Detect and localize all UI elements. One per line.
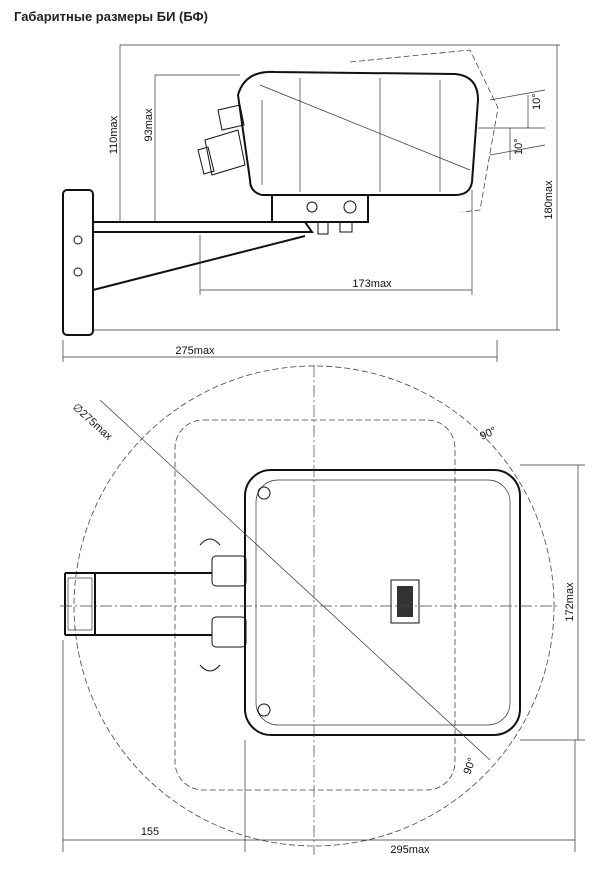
top-view: ∅275max 172max 155 295max 90° 90° (60, 365, 585, 856)
angle-down: 10° (513, 138, 525, 155)
dim-275max: 275max (175, 345, 215, 357)
logo-mark (397, 586, 413, 617)
dim-110max: 110max (108, 115, 120, 154)
diameter-line (99, 399, 491, 761)
bracket-block (271, 194, 369, 223)
dim-295max: 295max (390, 844, 430, 856)
screw (73, 267, 83, 277)
angle-dimension-lines (478, 89, 546, 160)
housing-detail-lines (259, 78, 471, 192)
tilted-housing-outline (349, 49, 499, 213)
rotated-outline (174, 419, 456, 791)
screw (306, 201, 318, 213)
screw (343, 200, 357, 214)
dim-180max: 180max (543, 180, 555, 220)
center-lines (60, 365, 560, 855)
dimension-lines (62, 464, 585, 852)
cable-gland (211, 616, 247, 648)
fasteners (317, 222, 353, 235)
angle-bottom: 90° (462, 756, 479, 776)
housing (244, 469, 521, 736)
cable-gland (217, 104, 245, 131)
dim-173max: 173max (352, 278, 392, 290)
dim-172max: 172max (564, 582, 576, 622)
housing (236, 70, 480, 196)
wall-plate (62, 189, 94, 336)
mount-arm (64, 572, 212, 636)
dimension-lines (62, 44, 560, 362)
side-view: 110max 93max 180max 173max 275max 10° 10… (62, 44, 560, 362)
cable-gland (197, 129, 246, 176)
angle-up: 10° (531, 93, 543, 110)
screw (257, 703, 271, 717)
logo-plate (390, 579, 420, 624)
angle-top: 90° (478, 425, 498, 443)
dim-155: 155 (141, 826, 159, 838)
arm-end-plate (67, 577, 93, 631)
housing-lid (255, 479, 511, 726)
drawing-title: Габаритные размеры БИ (БФ) (14, 9, 208, 24)
cable-gland (211, 555, 247, 587)
gland-clips (199, 538, 221, 672)
screw (257, 486, 271, 500)
screw (73, 235, 83, 245)
dim-93max: 93max (143, 108, 155, 142)
mount-arm (92, 221, 314, 291)
